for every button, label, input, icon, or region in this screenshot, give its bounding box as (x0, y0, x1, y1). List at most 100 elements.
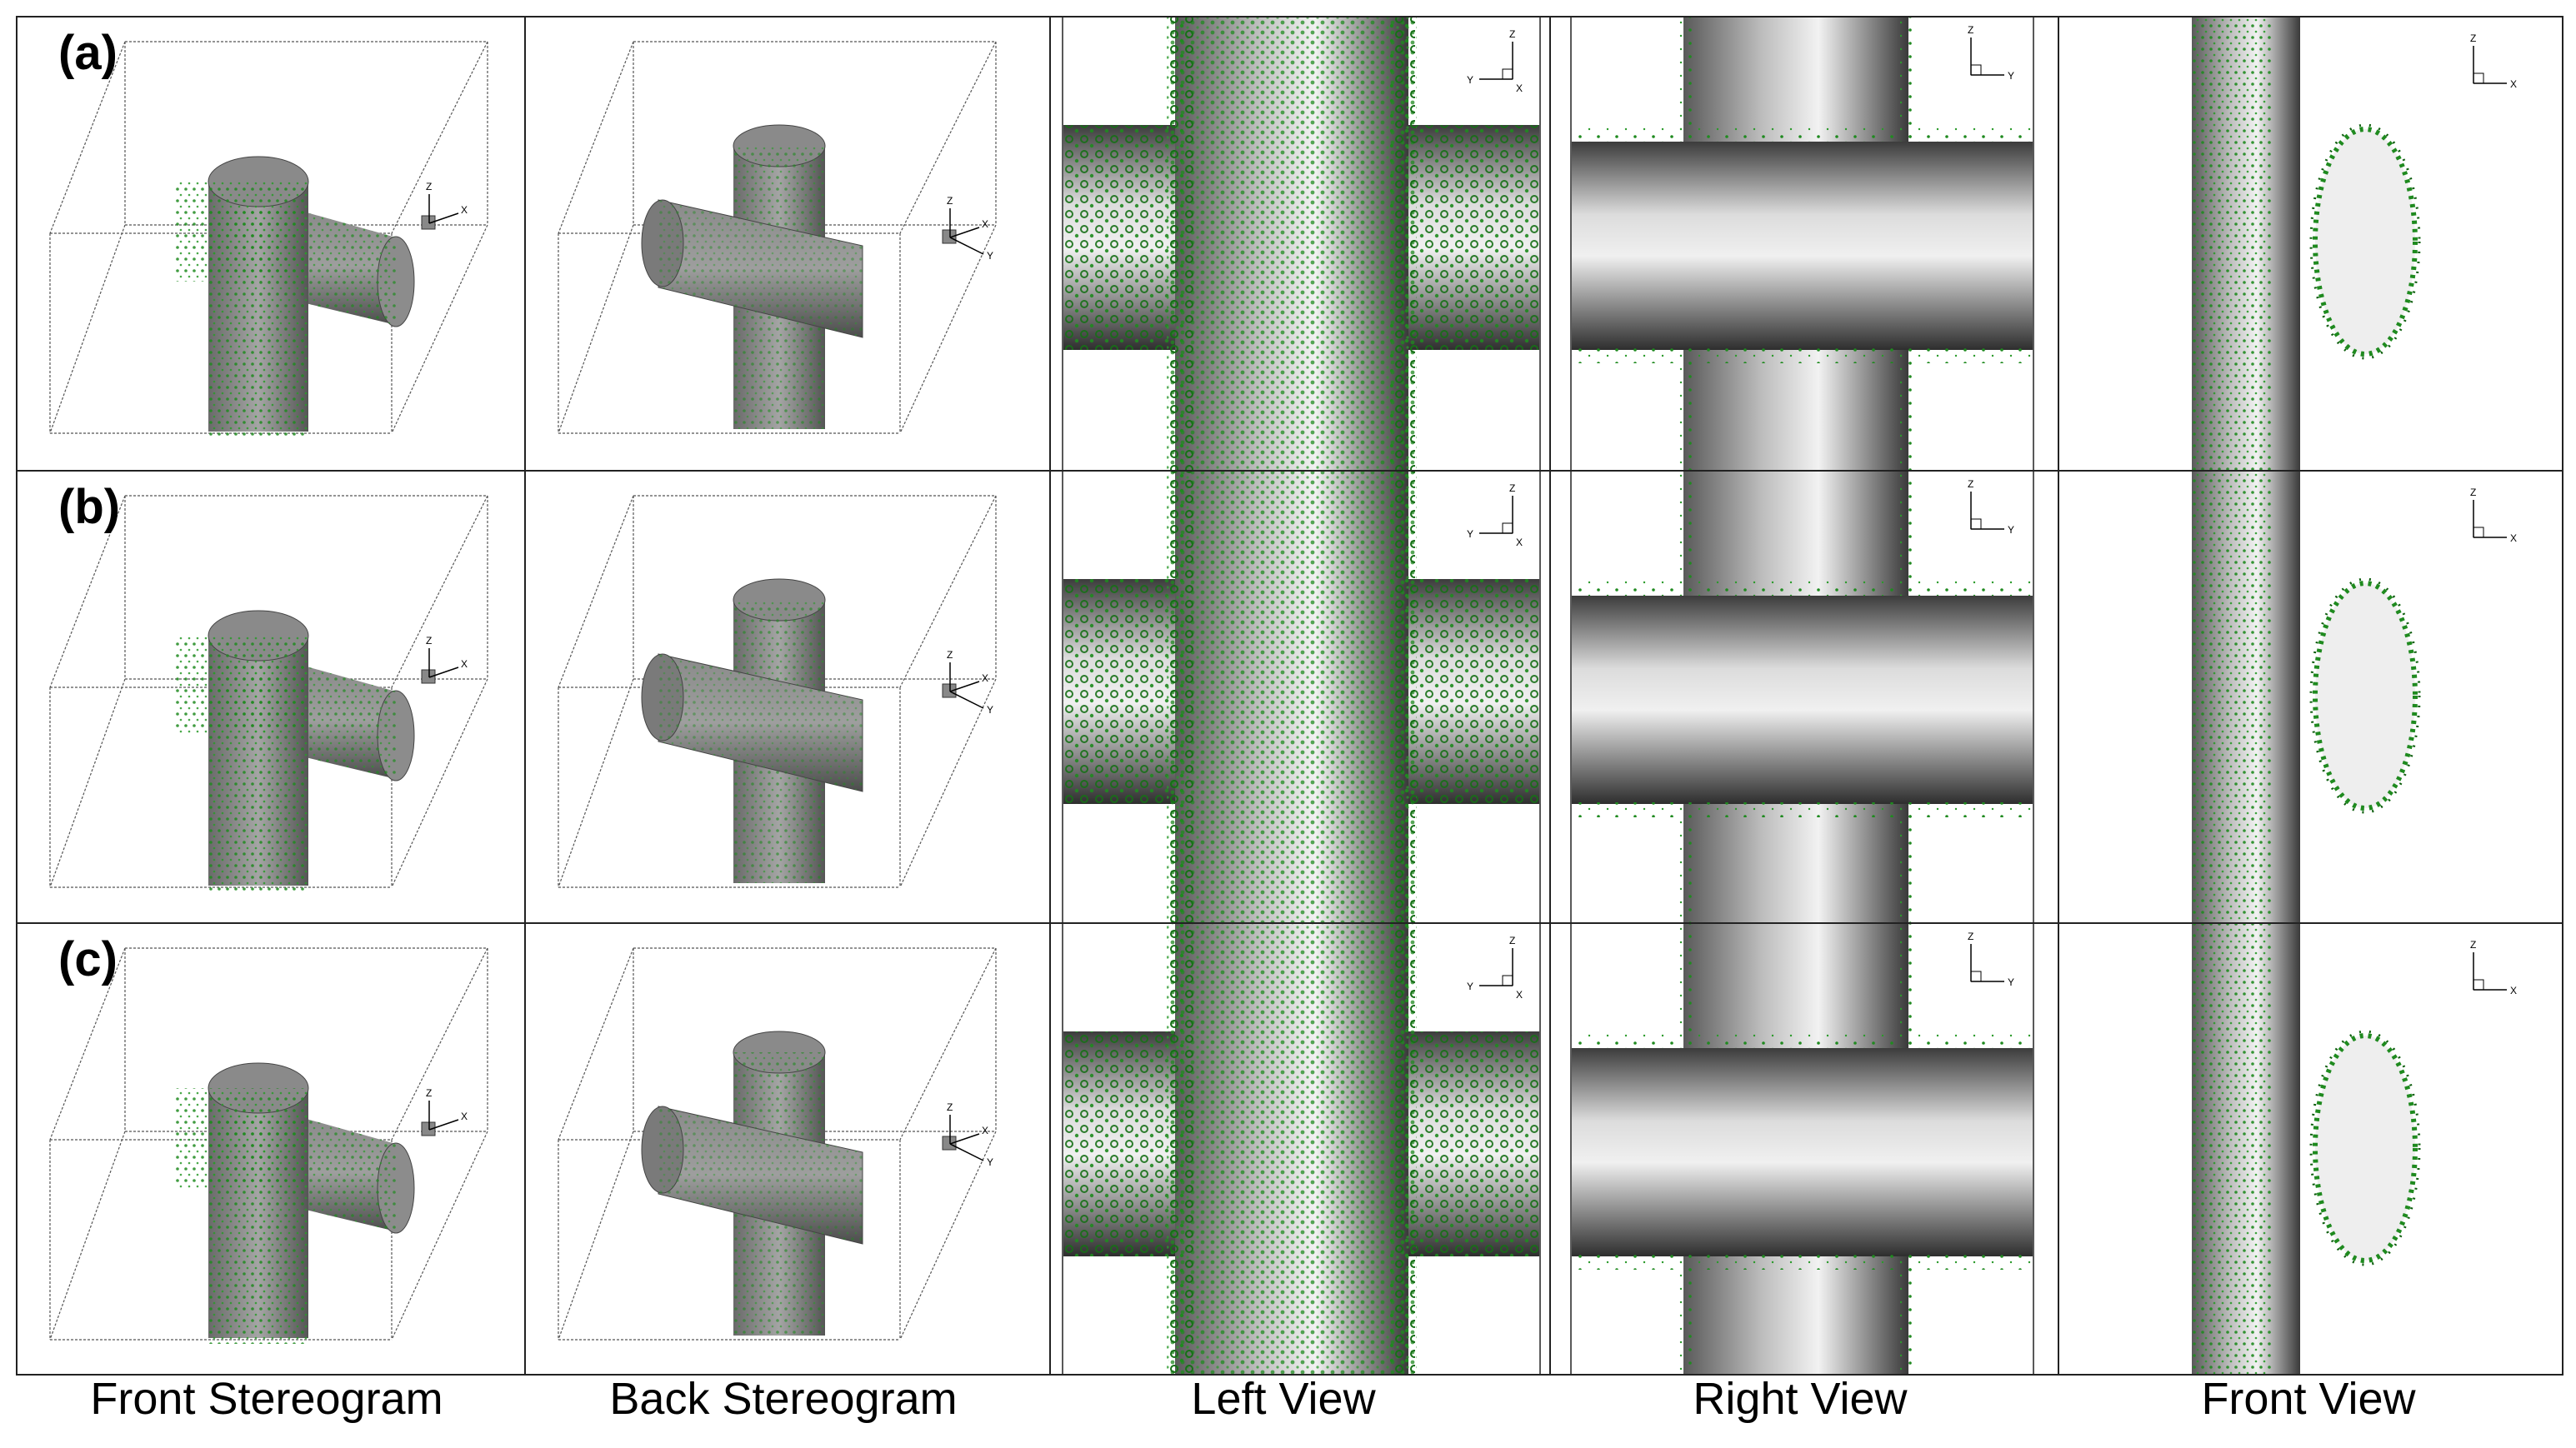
wireframe-edge (558, 41, 634, 234)
axis-letter: Z (2470, 939, 2476, 951)
axis-letter: X (461, 658, 468, 670)
horizontal-cylinder (1572, 142, 2033, 350)
particle-cloud (292, 208, 396, 325)
front-view: ZX (2192, 17, 2517, 471)
axis-letter: X (982, 218, 988, 230)
wireframe-edge (899, 1131, 997, 1341)
horizontal-cylinder (1572, 1048, 2033, 1256)
back-stereogram: Z X Y (558, 495, 997, 888)
wireframe-edge (49, 1131, 126, 1341)
particle-cloud (292, 662, 396, 779)
front-stereogram: ZX (49, 947, 488, 1344)
front-stereogram: ZX (49, 495, 488, 891)
particle-ring (2309, 123, 2421, 360)
particle-cloud (2192, 923, 2271, 1375)
particle-cloud (1572, 125, 2033, 142)
particle-cloud (1168, 471, 1193, 923)
axis-letter: Y (987, 704, 993, 716)
particle-cloud (658, 654, 863, 791)
particle-cloud (208, 1115, 308, 1344)
particle-cloud (1572, 348, 2033, 363)
axis-letter: Z (1509, 935, 1515, 946)
axis-line (949, 1143, 984, 1161)
axis-box-icon (2473, 527, 2484, 538)
axis-letter: X (982, 672, 988, 684)
particle-cloud (1390, 923, 1415, 1375)
wireframe-edge (899, 495, 997, 688)
axis-letter: Z (426, 181, 432, 192)
axis-letter: X (1516, 82, 1523, 94)
axis-letter: Z (2470, 487, 2476, 498)
axis-letter: Z (1509, 482, 1515, 494)
particle-cloud (1572, 1031, 2033, 1048)
axis-box-icon (2473, 72, 2484, 84)
cross-section-ellipse (2313, 127, 2418, 357)
axis-box-icon (1502, 522, 1513, 534)
horizontal-cylinder (1572, 596, 2033, 804)
row-label-c: (c) (58, 932, 118, 986)
axis-box-icon (1502, 975, 1513, 986)
particle-cloud (208, 208, 308, 437)
axis-box-icon (1970, 64, 1982, 76)
wireframe-edge (899, 41, 997, 234)
axis-cube-icon (421, 1121, 436, 1136)
axis-line (949, 691, 984, 709)
wireframe-edge (558, 495, 634, 688)
axis-letter: Y (987, 250, 993, 262)
wireframe-edge (558, 1131, 634, 1341)
caption-back-stereogram: Back Stereogram (609, 1374, 958, 1424)
left-view: ZYX (1063, 471, 1539, 923)
wireframe-edge (49, 495, 126, 688)
caption-front-view: Front View (2201, 1374, 2416, 1424)
front-view: ZX (2192, 471, 2517, 923)
particle-cloud (1168, 923, 1193, 1375)
panel-frames (16, 16, 2563, 1376)
wireframe-edge (899, 947, 997, 1141)
caption-front-stereogram: Front Stereogram (90, 1374, 443, 1424)
axis-cube-icon (421, 669, 436, 684)
particle-ring (2309, 1030, 2421, 1266)
axis-letter: Z (426, 635, 432, 647)
particle-cloud (1390, 17, 1415, 471)
axis-letter: Z (947, 1101, 953, 1113)
wireframe-edge (49, 947, 126, 1141)
panel-frame (2058, 470, 2563, 924)
particle-cloud (1390, 471, 1415, 923)
axis-letter: X (2510, 532, 2517, 544)
wireframe-edge (391, 224, 488, 434)
wireframe-edge (391, 1131, 488, 1341)
axis-cube-icon (942, 229, 957, 244)
wireframe-edge (49, 224, 126, 434)
particle-ring (2309, 577, 2421, 814)
axis-letter: X (461, 204, 468, 216)
axis-box-icon (1970, 518, 1982, 530)
particle-cloud (1167, 471, 1417, 923)
left-view: ZYX (1063, 923, 1539, 1375)
caption-right-view: Right View (1693, 1374, 1908, 1424)
axis-letter: Z (1968, 24, 1973, 36)
back-stereogram: ZXY (558, 947, 997, 1341)
wireframe-edge (899, 678, 997, 888)
axis-letter: Z (426, 1087, 432, 1099)
axis-letter: Z (947, 195, 953, 207)
front-stereogram: ZX (49, 41, 488, 437)
axis-letter: Z (947, 649, 953, 661)
axis-box-icon (1502, 68, 1513, 80)
wireframe-edge (899, 224, 997, 434)
axis-line (428, 1119, 459, 1131)
right-view: ZY (1572, 471, 2033, 923)
axis-letter: Y (1467, 528, 1473, 540)
axis-letter: X (2510, 985, 2517, 996)
wireframe-edge (558, 678, 634, 888)
particle-cloud (1572, 1255, 2033, 1270)
axis-letter: X (982, 1125, 988, 1136)
axis-letter: Y (1467, 981, 1473, 992)
particle-cloud (1572, 802, 2033, 817)
particle-cloud (1168, 17, 1193, 471)
axis-letter: Y (2008, 976, 2014, 988)
right-view: ZY (1572, 923, 2033, 1375)
axis-box-icon (2473, 979, 2484, 991)
left-view: ZYX (1063, 17, 1539, 471)
wireframe-edge (391, 678, 488, 888)
